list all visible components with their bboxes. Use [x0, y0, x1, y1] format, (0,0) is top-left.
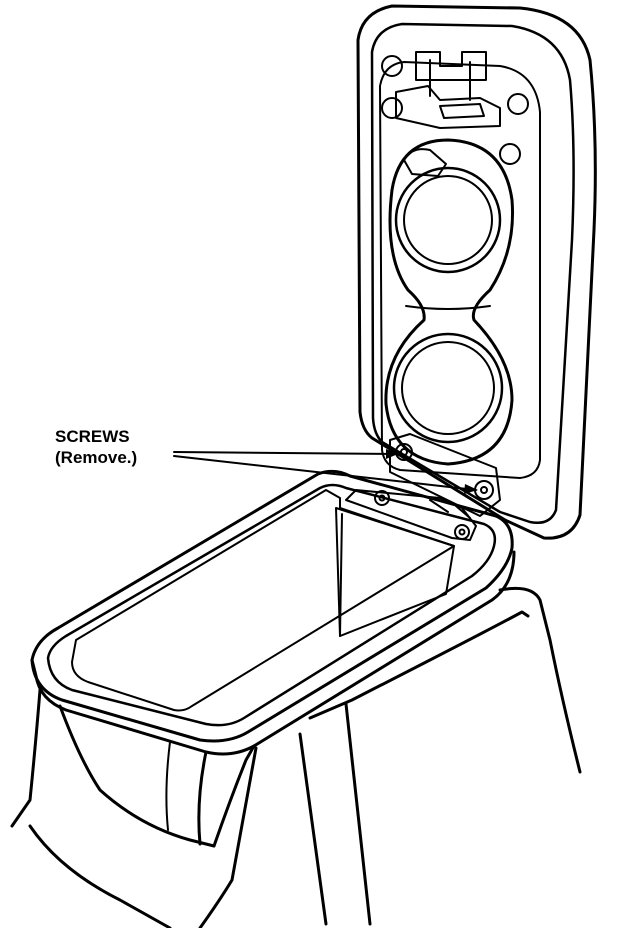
- callout-leaders: [173, 449, 478, 494]
- cup-holder: [384, 138, 514, 466]
- screw-upper: [395, 443, 413, 461]
- callout-title: SCREWS: [55, 427, 130, 446]
- armrest-base: [10, 469, 582, 928]
- screws-callout: SCREWS (Remove.): [55, 426, 137, 468]
- lid-latch: [381, 51, 529, 165]
- leader-line-upper: [173, 451, 399, 455]
- hinge-plate: [389, 433, 501, 517]
- leader-line-lower: [173, 455, 477, 491]
- callout-instruction: (Remove.): [55, 448, 138, 467]
- open-lid: [356, 4, 597, 540]
